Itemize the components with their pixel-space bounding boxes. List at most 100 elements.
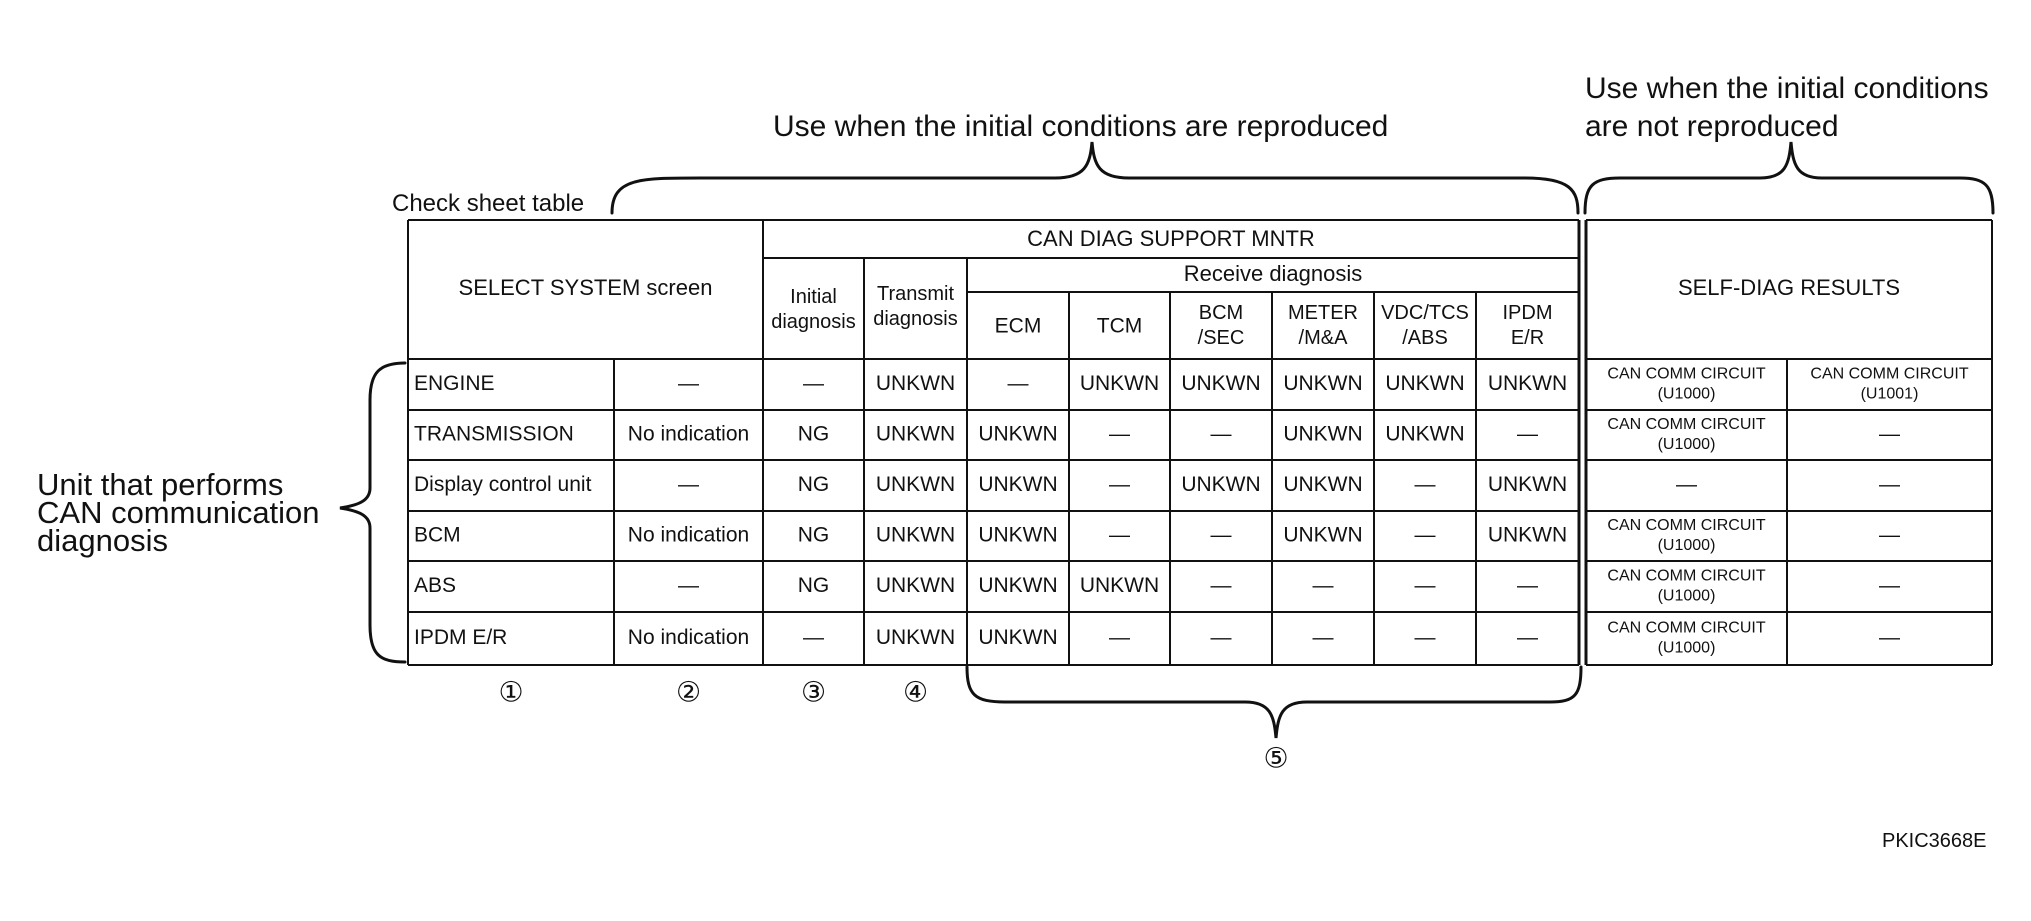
header-can-diag: CAN DIAG SUPPORT MNTR xyxy=(1027,226,1315,251)
row-initial: NG xyxy=(798,574,830,597)
row-self-diag: — xyxy=(1676,473,1697,496)
header-receive-col: /SEC xyxy=(1198,327,1245,349)
row-unit: BCM xyxy=(414,524,461,547)
row-self-diag: CAN COMM CIRCUIT xyxy=(1607,517,1765,534)
header-initial: diagnosis xyxy=(771,311,856,333)
marker-4: ④ xyxy=(903,676,928,707)
row-self-diag: (U1000) xyxy=(1658,588,1716,605)
header-receive-col: METER xyxy=(1288,302,1358,324)
row-self-diag: — xyxy=(1879,626,1900,649)
row-unit: ENGINE xyxy=(414,372,495,395)
row-receive: UNKWN xyxy=(1080,574,1159,597)
table-grid xyxy=(407,219,1993,666)
row-transmit: UNKWN xyxy=(876,524,955,547)
marker-1: ① xyxy=(498,676,523,707)
row-receive: UNKWN xyxy=(978,524,1057,547)
row-self-diag: (U1000) xyxy=(1658,537,1716,554)
header-receive: Receive diagnosis xyxy=(1184,261,1363,286)
annotation-reproduced: Use when the initial conditions are repr… xyxy=(773,110,1389,143)
brace-not-reproduced xyxy=(1583,141,1995,215)
row-receive: UNKWN xyxy=(978,423,1057,446)
row-select: — xyxy=(678,574,699,597)
row-self-diag: CAN COMM CIRCUIT xyxy=(1607,620,1765,637)
row-receive: UNKWN xyxy=(1283,473,1362,496)
header-transmit: Transmit xyxy=(877,283,954,305)
row-initial: — xyxy=(803,372,824,395)
row-receive: — xyxy=(1008,372,1029,395)
row-receive: UNKWN xyxy=(978,574,1057,597)
row-self-diag: CAN COMM CIRCUIT xyxy=(1607,568,1765,585)
row-receive: UNKWN xyxy=(1283,372,1362,395)
annotation-not-reproduced-line1: Use when the initial conditions xyxy=(1585,72,1989,105)
row-select: — xyxy=(678,473,699,496)
header-receive-col: /ABS xyxy=(1402,327,1448,349)
row-select: No indication xyxy=(628,423,749,446)
row-self-diag: CAN COMM CIRCUIT xyxy=(1607,366,1765,383)
row-transmit: UNKWN xyxy=(876,372,955,395)
figure-code: PKIC3668E xyxy=(1882,830,1987,852)
header-receive-col: ECM xyxy=(995,315,1042,338)
header-select-system: SELECT SYSTEM screen xyxy=(459,275,713,300)
row-receive: — xyxy=(1313,626,1334,649)
row-receive: UNKWN xyxy=(978,473,1057,496)
annotation-not-reproduced-line2: are not reproduced xyxy=(1585,110,1839,143)
row-receive: UNKWN xyxy=(1488,524,1567,547)
row-select: — xyxy=(678,372,699,395)
row-receive: — xyxy=(1517,574,1538,597)
row-self-diag: — xyxy=(1879,473,1900,496)
row-receive: UNKWN xyxy=(1080,372,1159,395)
row-self-diag: CAN COMM CIRCUIT xyxy=(1810,366,1968,383)
row-receive: — xyxy=(1211,423,1232,446)
header-receive-col: BCM xyxy=(1199,302,1243,324)
row-receive: — xyxy=(1211,574,1232,597)
row-receive: — xyxy=(1415,524,1436,547)
row-self-diag: CAN COMM CIRCUIT xyxy=(1607,416,1765,433)
row-receive: — xyxy=(1109,626,1130,649)
row-self-diag: (U1000) xyxy=(1658,436,1716,453)
header-receive-col: IPDM xyxy=(1503,302,1553,324)
annotation-unit-line2: CAN communication xyxy=(37,495,320,530)
header-self-diag: SELF-DIAG RESULTS xyxy=(1678,275,1900,300)
row-transmit: UNKWN xyxy=(876,626,955,649)
row-transmit: UNKWN xyxy=(876,574,955,597)
row-unit: Display control unit xyxy=(414,473,592,496)
annotation-unit-line3: diagnosis xyxy=(37,523,168,558)
header-transmit: diagnosis xyxy=(873,308,958,330)
marker-2: ② xyxy=(676,676,701,707)
row-self-diag: — xyxy=(1879,574,1900,597)
row-receive: UNKWN xyxy=(978,626,1057,649)
row-transmit: UNKWN xyxy=(876,423,955,446)
row-self-diag: — xyxy=(1879,423,1900,446)
brace-receive xyxy=(965,665,1583,739)
row-receive: UNKWN xyxy=(1283,524,1362,547)
header-receive-col: E/R xyxy=(1511,327,1544,349)
row-self-diag: — xyxy=(1879,524,1900,547)
row-unit: ABS xyxy=(414,574,456,597)
row-transmit: UNKWN xyxy=(876,473,955,496)
marker-3: ③ xyxy=(801,676,826,707)
row-receive: — xyxy=(1211,524,1232,547)
row-receive: — xyxy=(1415,626,1436,649)
row-receive: — xyxy=(1109,473,1130,496)
row-receive: UNKWN xyxy=(1385,372,1464,395)
row-receive: — xyxy=(1109,423,1130,446)
table-caption: Check sheet table xyxy=(392,190,585,217)
annotation-unit-line1: Unit that performs xyxy=(37,467,284,502)
row-receive: UNKWN xyxy=(1181,372,1260,395)
row-receive: — xyxy=(1313,574,1334,597)
header-receive-col: VDC/TCS xyxy=(1381,302,1469,324)
brace-reproduced xyxy=(610,141,1580,215)
row-select: No indication xyxy=(628,524,749,547)
row-receive: UNKWN xyxy=(1181,473,1260,496)
row-self-diag: (U1000) xyxy=(1658,640,1716,657)
row-receive: — xyxy=(1517,626,1538,649)
row-initial: NG xyxy=(798,423,830,446)
row-receive: — xyxy=(1517,423,1538,446)
row-receive: — xyxy=(1415,473,1436,496)
row-receive: UNKWN xyxy=(1283,423,1362,446)
row-receive: UNKWN xyxy=(1385,423,1464,446)
row-initial: NG xyxy=(798,473,830,496)
row-unit: TRANSMISSION xyxy=(414,423,574,446)
row-receive: UNKWN xyxy=(1488,473,1567,496)
